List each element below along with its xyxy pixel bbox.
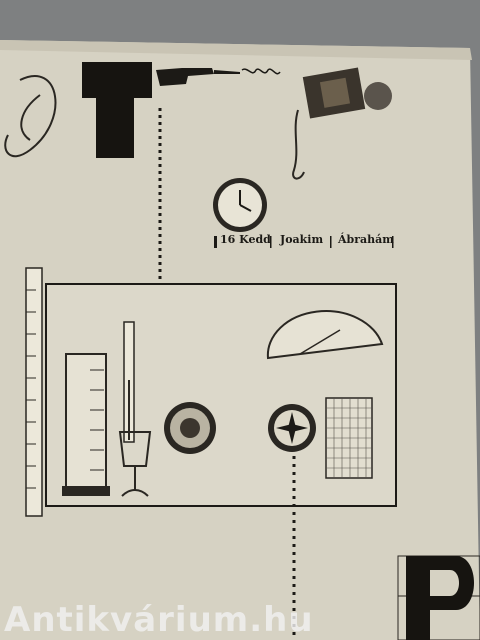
block-letter-t xyxy=(82,62,152,158)
calendar-nameday-strip: 16 Kedd Joakim Ábrahám xyxy=(208,233,408,249)
calendar-day: 16 Kedd xyxy=(220,233,271,246)
calendar-name-2: Ábrahám xyxy=(338,233,394,246)
measuring-cylinder xyxy=(62,353,110,496)
glass-goblet xyxy=(118,431,152,497)
calendar-name-1: Joakim xyxy=(280,233,324,246)
barometer-dial xyxy=(164,402,216,454)
vertical-ruler xyxy=(25,267,43,517)
graph-paper xyxy=(325,397,373,479)
script-letter-d xyxy=(4,75,57,158)
block-letter-p xyxy=(397,555,480,640)
thermometer xyxy=(123,321,135,443)
compass-icon xyxy=(268,404,316,452)
watermark: Antikvárium.hu xyxy=(4,600,314,640)
pointing-hand-icon xyxy=(156,68,281,86)
protractor xyxy=(266,310,384,360)
clock-face-icon xyxy=(213,178,267,232)
telegraph-device xyxy=(292,67,392,180)
